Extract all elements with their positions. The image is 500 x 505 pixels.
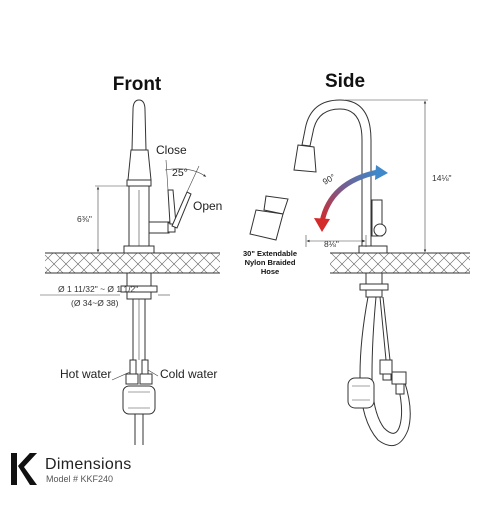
brand-logo — [11, 453, 37, 485]
footer-title: Dimensions — [45, 456, 132, 473]
side-total-height: 14⅛" — [432, 173, 452, 183]
side-spout-reach: 8⅛" — [324, 239, 339, 249]
side-rotation-angle: 90° — [321, 172, 337, 187]
front-countertop — [45, 253, 220, 273]
front-swing-angle: 25° — [172, 167, 188, 179]
hose-note-line2: Nylon Braided — [245, 258, 296, 267]
rotation-arrow-head-cold — [375, 165, 388, 180]
front-close-label: Close — [156, 143, 187, 157]
side-faucet-body — [249, 99, 388, 254]
rotation-arrow — [319, 169, 379, 223]
cold-water-label: Cold water — [160, 367, 217, 381]
front-height-dimension: 6⅜" — [77, 214, 92, 224]
front-faucet-body — [123, 99, 192, 254]
hose-note-line3: Hose — [261, 267, 279, 276]
rotation-arrow-head-hot — [314, 218, 330, 232]
side-hose-assembly — [347, 272, 411, 447]
hot-water-label: Hot water — [60, 367, 111, 381]
side-countertop — [330, 253, 470, 273]
footer-model-number: Model # KKF240 — [46, 474, 114, 484]
hose-note-line1: 30" Extendable — [243, 249, 297, 258]
side-view-title: Side — [325, 71, 365, 92]
hole-diameter-mm: (Ø 34~Ø 38) — [71, 298, 119, 308]
front-open-label: Open — [193, 199, 222, 213]
front-shank-assembly — [120, 272, 158, 445]
hole-diameter-inch: Ø 1 11/32" ~ Ø 1 1/2" — [58, 284, 138, 294]
front-view-title: Front — [113, 74, 162, 95]
